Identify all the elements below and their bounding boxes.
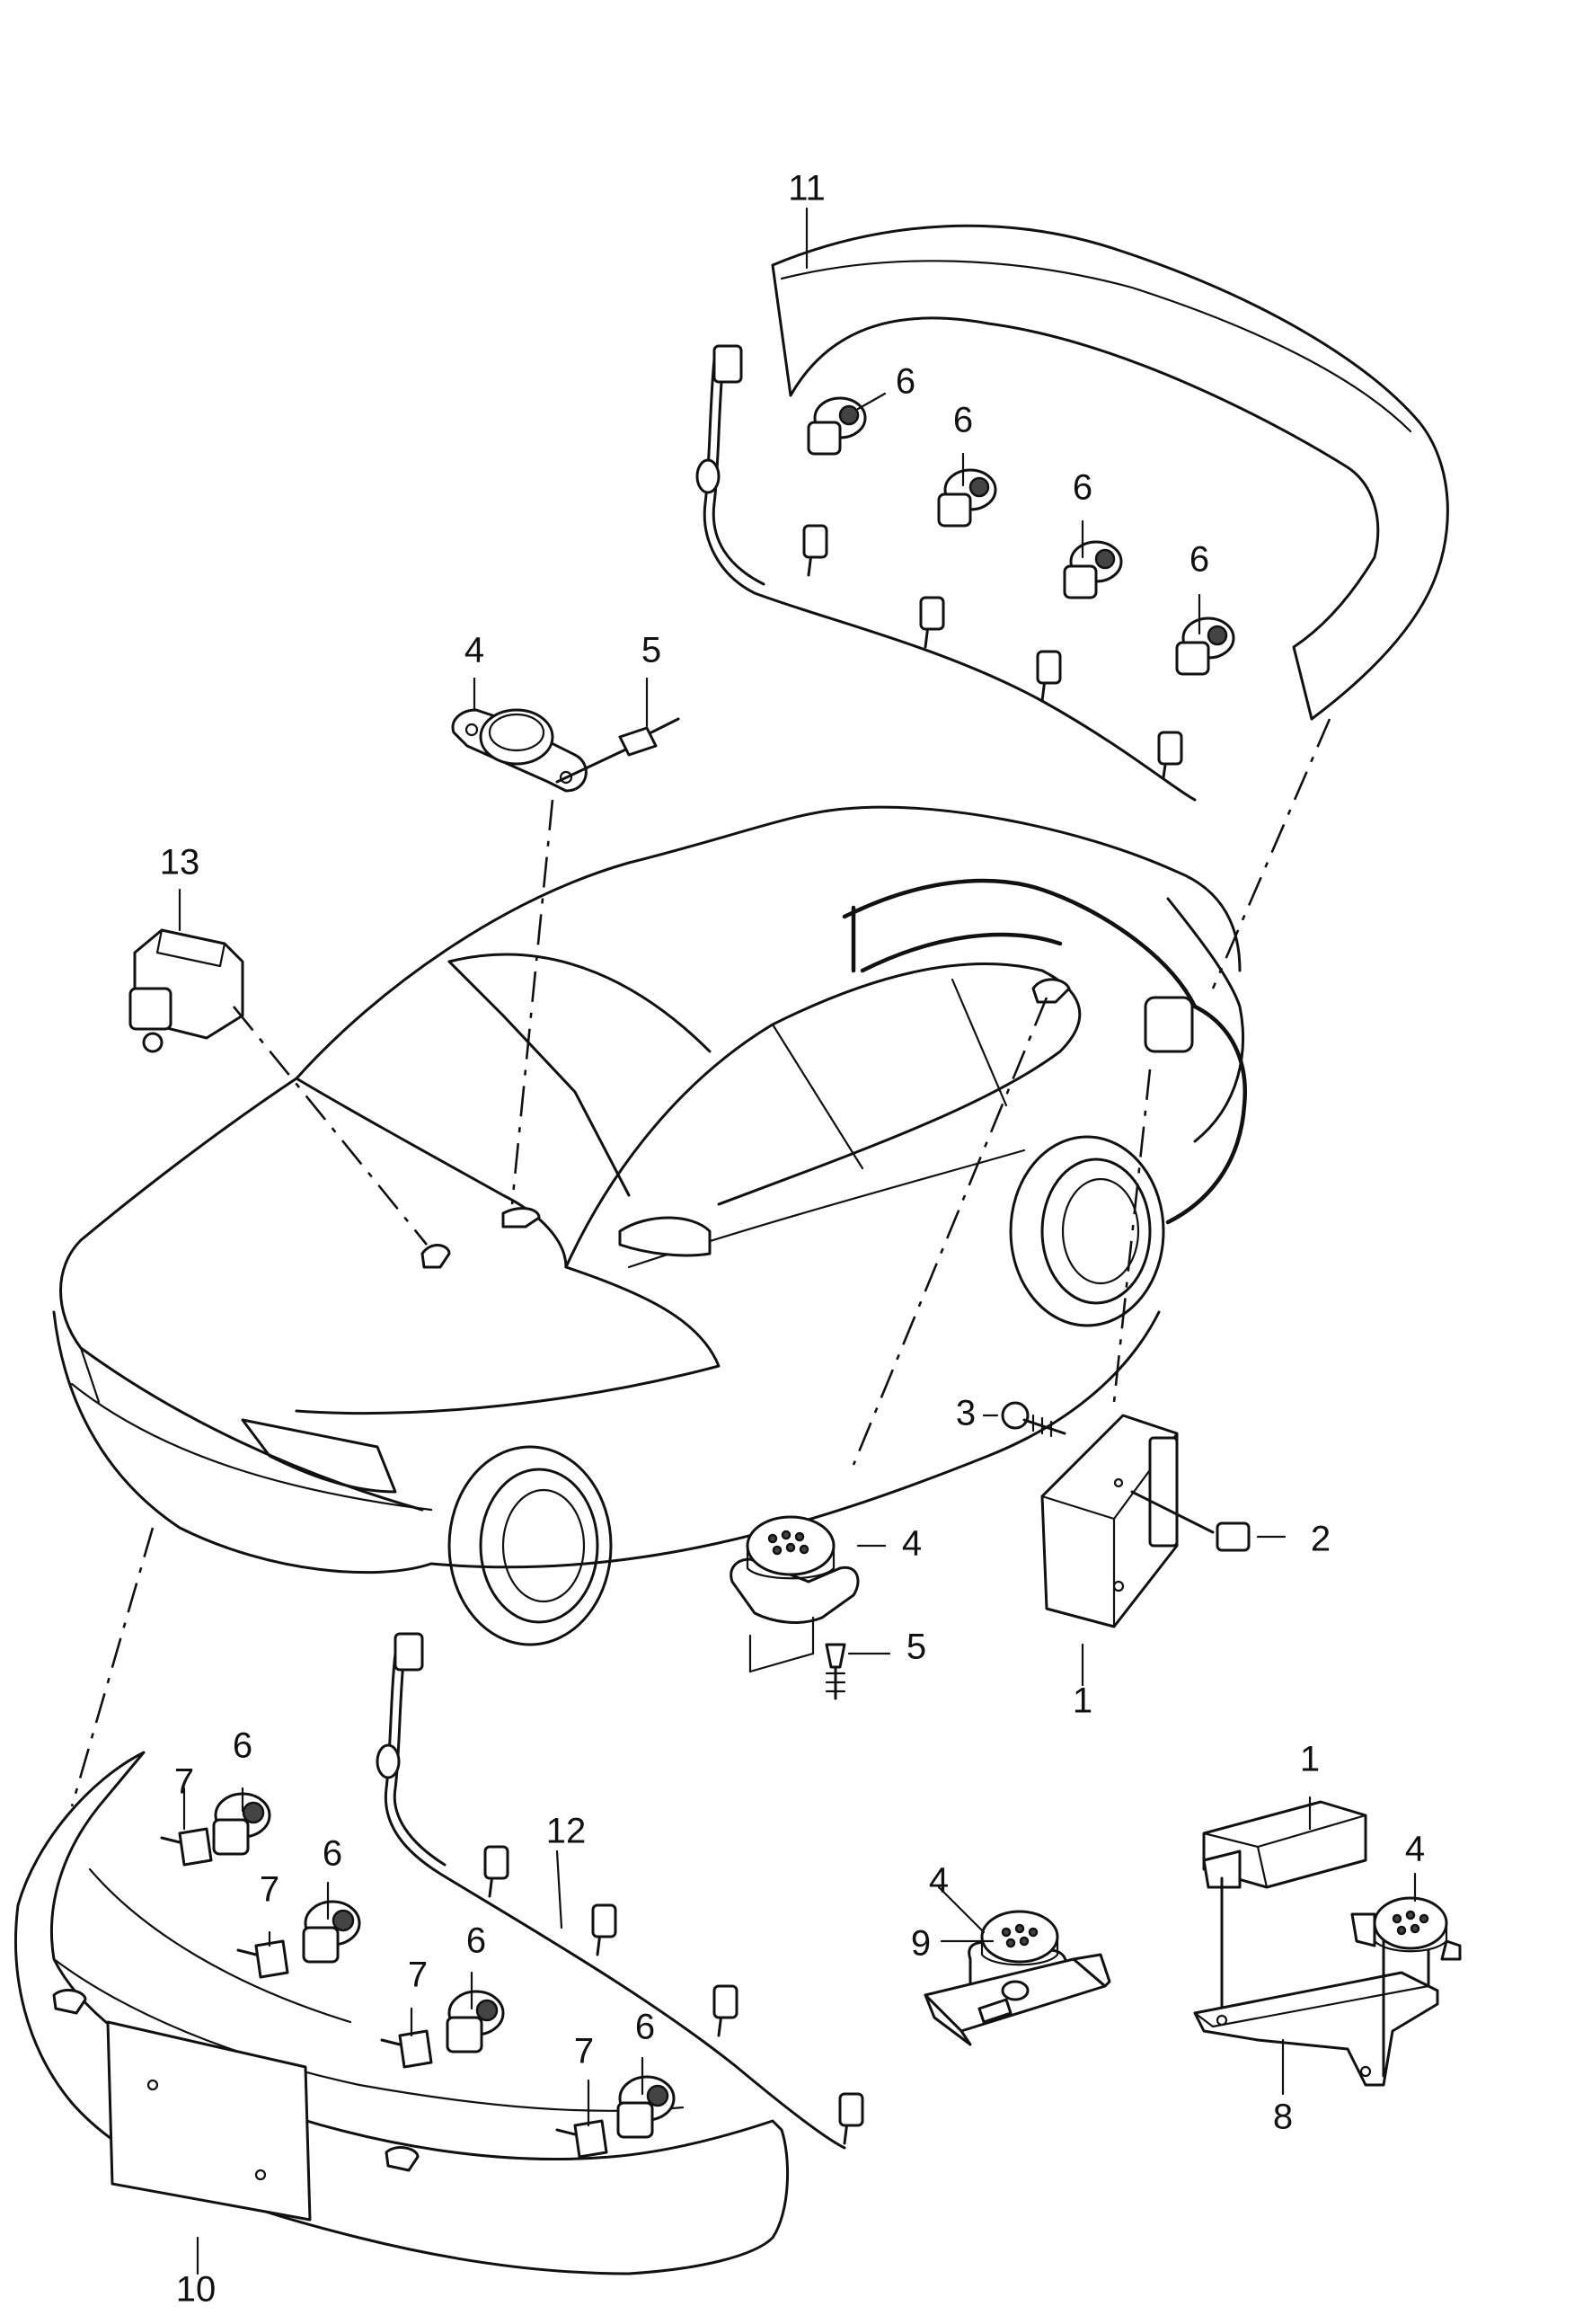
screw-3 bbox=[1001, 1401, 1066, 1438]
callout-3: 3 bbox=[956, 1394, 976, 1433]
callout-6: 6 bbox=[953, 401, 973, 440]
callout-5: 5 bbox=[641, 631, 661, 670]
callout-2: 2 bbox=[1311, 1520, 1331, 1559]
rear-sensor-2 bbox=[937, 468, 997, 528]
callout-12: 12 bbox=[546, 1812, 587, 1851]
callout-5: 5 bbox=[906, 1628, 926, 1667]
buzzer-bracket-9 bbox=[924, 1910, 1111, 2046]
front-wiring-harness bbox=[376, 1632, 864, 2150]
front-sensor-1 bbox=[160, 1792, 271, 1867]
callout-6: 6 bbox=[896, 362, 915, 402]
front-sensor-2 bbox=[236, 1900, 361, 1979]
callout-7: 7 bbox=[574, 2032, 594, 2071]
callout-6: 6 bbox=[466, 1921, 486, 1961]
front-sensors bbox=[160, 1792, 676, 2159]
callout-4: 4 bbox=[929, 1861, 949, 1901]
callout-9: 9 bbox=[911, 1924, 931, 1964]
car-body bbox=[52, 805, 1247, 1646]
callout-1: 1 bbox=[1073, 1681, 1092, 1721]
front-bumper bbox=[14, 1751, 790, 2275]
control-unit bbox=[1040, 1414, 1179, 1628]
leader-lines bbox=[70, 718, 1331, 1807]
callout-6: 6 bbox=[1189, 540, 1209, 580]
rear-bumper bbox=[771, 224, 1449, 721]
callout-7: 7 bbox=[260, 1870, 279, 1910]
connector-2 bbox=[1130, 1490, 1251, 1552]
callout-1: 1 bbox=[1300, 1740, 1320, 1779]
callout-leaders bbox=[178, 207, 1417, 2275]
callout-13: 13 bbox=[160, 843, 200, 883]
buzzer-middle bbox=[730, 1515, 860, 1700]
callout-8: 8 bbox=[1273, 2098, 1293, 2137]
buzzer-upper bbox=[451, 708, 680, 793]
rear-sensor-4 bbox=[1175, 616, 1235, 676]
module-13 bbox=[128, 928, 244, 1053]
callout-10: 10 bbox=[176, 2270, 217, 2310]
callout-6: 6 bbox=[635, 2008, 655, 2047]
callout-4: 4 bbox=[464, 631, 484, 670]
callout-4: 4 bbox=[902, 1524, 922, 1564]
callout-7: 7 bbox=[174, 1762, 194, 1802]
front-sensor-4 bbox=[555, 2075, 676, 2159]
callout-6: 6 bbox=[1073, 468, 1092, 508]
rear-sensor-3 bbox=[1063, 540, 1123, 599]
callout-6: 6 bbox=[233, 1726, 252, 1766]
callout-7: 7 bbox=[408, 1956, 428, 1995]
callout-4: 4 bbox=[1405, 1830, 1425, 1869]
rear-sensor-1 bbox=[807, 396, 867, 456]
callout-6: 6 bbox=[323, 1834, 342, 1874]
callouts: 11 6 6 6 6 4 5 13 3 2 4 5 1 6 7 6 7 6 7 … bbox=[160, 169, 1425, 2310]
rear-wiring-harness bbox=[695, 344, 1197, 802]
callout-11: 11 bbox=[788, 169, 826, 208]
bracket-assembly-8 bbox=[1193, 1800, 1462, 2087]
front-sensor-3 bbox=[380, 1990, 505, 2069]
